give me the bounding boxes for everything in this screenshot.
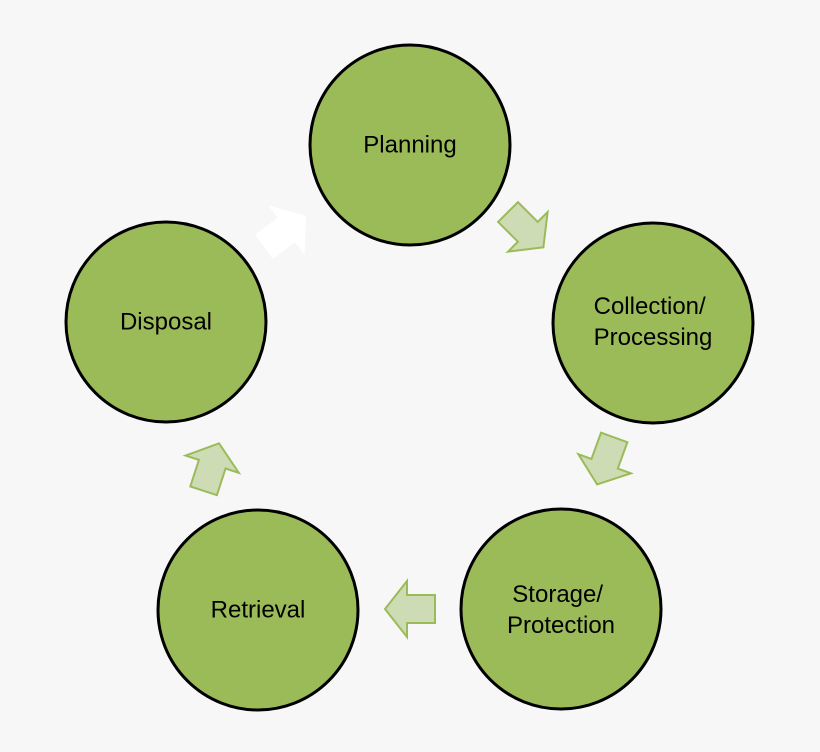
node-collection-processing: Collection/ Processing	[551, 221, 755, 425]
arrow-storage-to-retrieval	[383, 578, 436, 640]
arrow-disposal-to-planning	[254, 205, 307, 259]
node-planning: Planning	[308, 43, 512, 247]
node-collection-processing-label: Collection/ Processing	[594, 293, 713, 351]
node-collection-processing-line-1: Collection/	[594, 293, 706, 320]
arrow-retrieval-to-disposal	[182, 442, 242, 497]
node-storage-protection: Storage/ Protection	[459, 507, 663, 711]
node-collection-processing-line-2: Processing	[594, 324, 713, 351]
arrow-planning-to-collection	[496, 200, 549, 253]
node-disposal-label: Disposal	[120, 308, 212, 335]
node-retrieval-label: Retrieval	[211, 596, 306, 623]
node-storage-protection-line-2: Protection	[507, 612, 615, 639]
node-planning-label: Planning	[363, 131, 456, 158]
node-disposal: Disposal	[64, 220, 268, 424]
node-storage-protection-label: Storage/ Protection	[507, 581, 615, 639]
node-retrieval: Retrieval	[156, 508, 360, 712]
arrow-collection-to-storage	[575, 431, 635, 486]
node-storage-protection-line-1: Storage/	[512, 581, 603, 608]
